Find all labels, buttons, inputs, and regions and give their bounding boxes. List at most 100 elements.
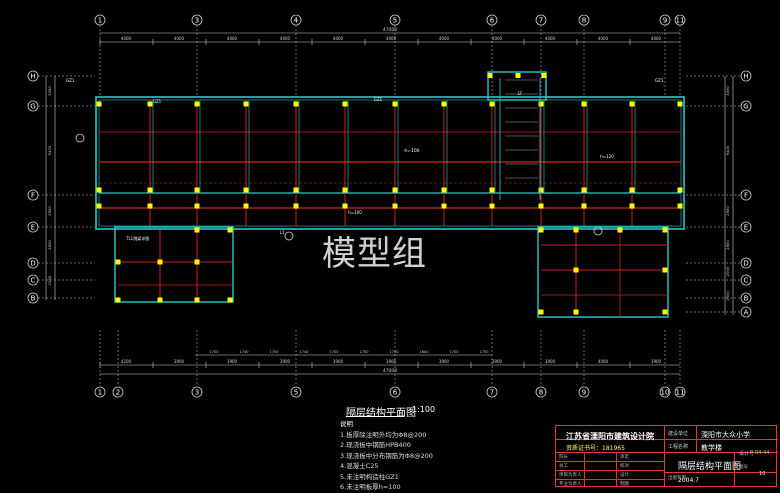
dim-text: 4000 <box>386 36 397 41</box>
structural-column <box>441 203 447 209</box>
axis-bubble-bottom-label: 3 <box>195 389 199 397</box>
gz-label: GZ1 <box>374 97 383 102</box>
axis-bubble-right <box>740 189 752 201</box>
beam-tag: L1 <box>280 230 285 235</box>
axis-bubble-top-label: 7 <box>539 17 543 25</box>
structural-column <box>194 297 200 303</box>
dim-text: 4200 <box>121 359 132 364</box>
axis-bubble-left-label: G <box>30 103 35 111</box>
stair-tower-wall <box>487 71 547 101</box>
structural-column <box>515 73 521 78</box>
structural-column <box>392 203 398 209</box>
dim-text: 47000 <box>383 27 397 33</box>
dim-text: 4000 <box>492 36 503 41</box>
axis-bubble-bottom-label: 5 <box>294 389 298 397</box>
dim-text: 4000 <box>545 36 556 41</box>
right-wing-wall <box>537 226 669 318</box>
dim-text: 3900 <box>280 359 291 364</box>
dim-text: 1700 <box>210 350 219 354</box>
title-block: 江苏省溧阳市建筑设计院 资质证书号：181965 建设单位 溧阳市大众小学 工程… <box>555 425 778 487</box>
structural-column <box>538 227 544 233</box>
axis-bubble-bottom-label: 2 <box>116 389 120 397</box>
ratio-label: 图号 <box>739 465 748 470</box>
note-line: 1.板厚除注明外均为Φ8@200 <box>340 430 427 439</box>
structural-column <box>147 203 153 209</box>
dim-text: 2900 <box>47 206 52 216</box>
note-line: 4.混凝土C25 <box>340 462 379 470</box>
structural-column <box>581 203 587 209</box>
axis-bubble-right <box>740 306 752 318</box>
axis-bubble-right-label: F <box>744 192 748 200</box>
axis-bubble-bottom-label: 7 <box>490 389 494 397</box>
project-number: 04-44 <box>755 450 770 456</box>
axis-bubble-right <box>740 100 752 112</box>
structural-column <box>293 101 299 107</box>
axis-bubble-left-label: H <box>30 73 35 81</box>
dim-text: 4000 <box>598 36 609 41</box>
structural-column <box>629 101 635 107</box>
axis-bubble-left-label: D <box>30 260 35 268</box>
dim-text: 1700 <box>270 350 279 354</box>
axis-bubble-left-label: E <box>31 224 35 232</box>
signoff-role: 项目负责人 <box>559 473 582 478</box>
axis-bubble-bottom <box>486 386 498 398</box>
dim-text: 4000 <box>598 359 609 364</box>
structural-column <box>293 187 299 193</box>
axis-bubble-top-label: 5 <box>393 17 397 25</box>
structural-column <box>157 259 163 265</box>
structural-column <box>489 203 495 209</box>
signoff-role: 校对 <box>620 464 629 469</box>
axis-bubble-bottom-label: 6 <box>393 389 398 397</box>
structural-column <box>662 267 668 273</box>
structural-column <box>147 187 153 193</box>
dim-text: 4000 <box>280 36 291 41</box>
axis-bubble-bottom-label: 11 <box>676 389 685 397</box>
dim-text: 3900 <box>386 359 397 364</box>
signoff-role: 制图 <box>620 482 629 487</box>
axis-bubble-left-label: F <box>31 192 35 200</box>
client-name: 溧阳市大众小学 <box>701 431 750 439</box>
structural-column <box>677 203 683 209</box>
dim-text: 1600 <box>420 350 429 354</box>
structural-column <box>115 297 121 303</box>
dim-text: 1700 <box>330 350 339 354</box>
axis-bubble-right <box>740 221 752 233</box>
axis-bubble-top-label: 11 <box>676 17 685 25</box>
structural-column <box>194 259 200 265</box>
dim-text: 2800 <box>47 240 52 250</box>
stair-label: LT <box>518 91 523 96</box>
dim-text: 5400 <box>725 145 730 155</box>
dim-text: 4000 <box>333 36 344 41</box>
dim-text: 3900 <box>227 359 238 364</box>
axis-bubble-right <box>740 292 752 304</box>
design-notes: 说明 1.板厚除注明外均为Φ8@200 2.现浇板中钢筋HPB400 3.现浇板… <box>340 419 433 493</box>
structural-column <box>662 309 668 315</box>
dim-text: 3900 <box>651 359 662 364</box>
dim-text: 5400 <box>47 145 52 155</box>
axis-bubble-bottom-label: 10 <box>661 389 670 397</box>
structural-column <box>573 267 579 273</box>
structural-column <box>293 203 299 209</box>
dim-text: 3000 <box>725 86 730 96</box>
section-marker <box>284 231 294 241</box>
drawing-name: 隔层结构平面图 <box>678 462 742 472</box>
structural-column <box>538 309 544 315</box>
axis-bubble-top-label: 8 <box>582 17 586 25</box>
axis-bubble-right <box>740 257 752 269</box>
structural-column <box>96 101 102 107</box>
watermark-text: 模型组 <box>322 234 427 274</box>
dim-text: 2900 <box>725 206 730 216</box>
dim-text: 4000 <box>227 36 238 41</box>
dim-text: 1750 <box>390 350 399 354</box>
plan-title: 隔层结构平面图 <box>346 408 416 419</box>
axis-bubble-right-label: G <box>743 103 748 111</box>
dim-text: 2000 <box>725 266 730 276</box>
title-underline <box>346 416 404 417</box>
section-marker <box>593 226 603 236</box>
structural-column <box>342 101 348 107</box>
section-marker <box>75 133 85 143</box>
structural-column <box>441 187 447 193</box>
axis-bubble-bottom <box>112 386 124 398</box>
structural-column <box>629 187 635 193</box>
